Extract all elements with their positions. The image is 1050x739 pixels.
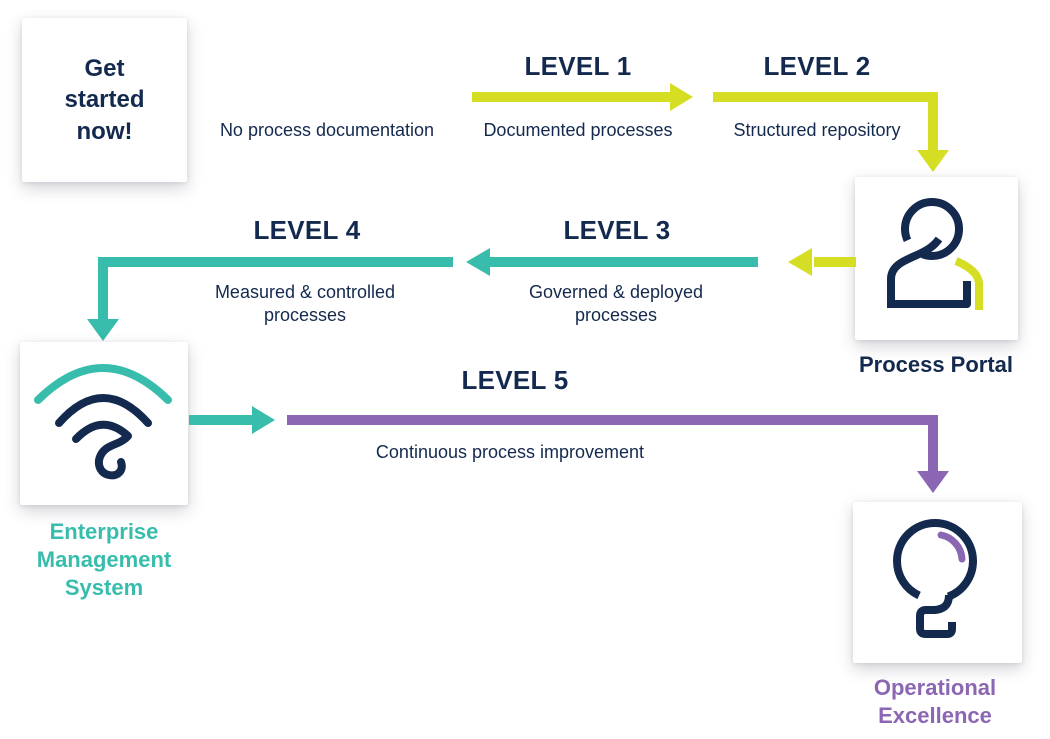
level-5-arrow-hline [287, 415, 938, 425]
process-portal-label: Process Portal [858, 352, 1014, 377]
caption-level-3: Governed & deployed processes [528, 282, 704, 326]
caption-level-5: Continuous process improvement [375, 442, 645, 462]
level-5-title: LEVEL 5 [461, 365, 569, 395]
wifi-signal-icon [34, 364, 172, 480]
portal-exit-arrow-line [814, 257, 856, 267]
process-portal-box [855, 177, 1018, 340]
ems-exit-arrowhead-right-icon [252, 406, 275, 434]
level-2-arrow-hline [713, 92, 938, 102]
portal-exit-arrowhead-left-icon [788, 248, 812, 276]
caption-level-2: Structured repository [733, 120, 901, 140]
person-icon [887, 198, 983, 310]
level-1-arrow-line [472, 92, 670, 102]
get-started-label: Get started now! [64, 55, 145, 145]
enterprise-management-system-label: Enterprise Management System [36, 519, 172, 600]
level-5-arrowhead-down-icon [917, 471, 949, 493]
level-4-arrow-hline [98, 257, 453, 267]
level-1-title: LEVEL 1 [524, 51, 632, 81]
level-3-arrowhead-left-icon [466, 248, 490, 276]
level-3-title: LEVEL 3 [563, 215, 671, 245]
enterprise-management-system-box [20, 342, 188, 505]
operational-excellence-label: Operational Excellence [873, 675, 997, 728]
level-2-title: LEVEL 2 [763, 51, 871, 81]
lightbulb-icon [893, 519, 977, 638]
level-5-arrow-vline [928, 415, 938, 471]
level-4-arrow-vline [98, 257, 108, 319]
level-2-arrow-vline [928, 92, 938, 150]
level-4-title: LEVEL 4 [253, 215, 361, 245]
level-3-arrow-line [490, 257, 758, 267]
ems-exit-arrow-line [189, 415, 252, 425]
level-4-arrowhead-down-icon [87, 319, 119, 341]
operational-excellence-box [853, 502, 1022, 663]
get-started-box[interactable]: Get started now! [22, 18, 187, 182]
caption-level-4: Measured & controlled processes [214, 282, 396, 326]
caption-level-1: Documented processes [483, 120, 673, 140]
level-1-arrowhead-right-icon [670, 83, 693, 111]
caption-no-process-documentation: No process documentation [219, 120, 435, 140]
level-2-arrowhead-down-icon [917, 150, 949, 172]
